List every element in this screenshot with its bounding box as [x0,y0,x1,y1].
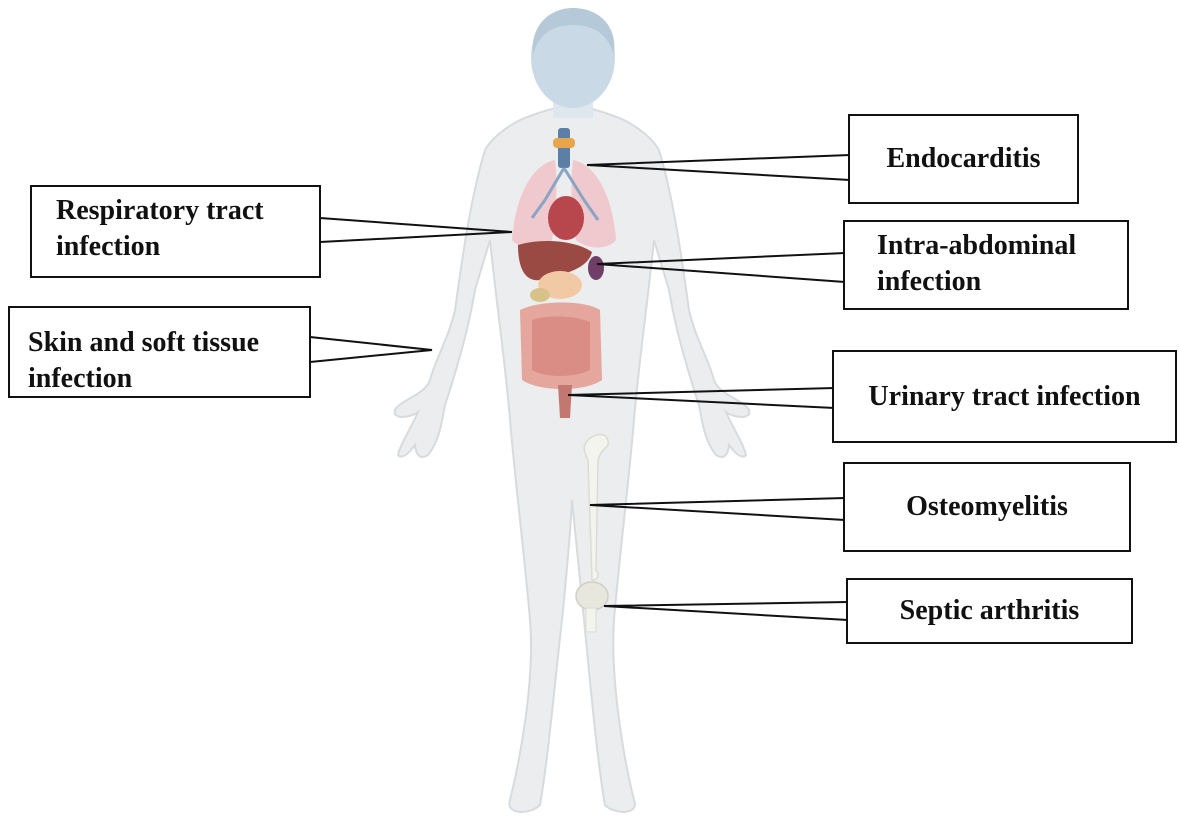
osteomyelitis-label: Osteomyelitis [843,462,1131,552]
septic-arthritis-label-text: Septic arthritis [900,593,1080,629]
heart [548,196,584,240]
intra-abdominal-label-line1: Intra-abdominal [877,228,1117,264]
endocarditis-label: Endocarditis [848,114,1079,204]
rectum [558,385,572,418]
osteomyelitis-label-text: Osteomyelitis [906,489,1068,525]
knee-joint [576,582,608,610]
intra-abdominal-infection-label: Intra-abdominal infection [843,220,1129,310]
tibia [586,608,596,632]
skin-soft-tissue-infection-label: Skin and soft tissue infection [8,306,311,398]
spleen [588,256,604,280]
human-body-silhouette [395,8,750,812]
septic-arthritis-leader [604,602,848,620]
osteomyelitis-leader [590,498,845,520]
thyroid [553,138,575,148]
respiratory-tract-infection-label: Respiratory tract infection [30,185,321,278]
skin-leader [310,337,432,362]
septic-arthritis-label: Septic arthritis [846,578,1133,644]
endocarditis-label-text: Endocarditis [886,141,1040,177]
skin-label-line1: Skin and soft tissue [28,325,299,361]
respiratory-label-line2: infection [56,229,309,265]
urinary-label-text: Urinary tract infection [868,379,1140,415]
small-intestine [532,316,590,376]
intra-abdominal-label-line2: infection [877,264,1117,300]
urinary-tract-infection-label: Urinary tract infection [832,350,1177,443]
skin-label-line2: infection [28,361,299,397]
gallbladder [530,288,550,302]
respiratory-label-line1: Respiratory tract [56,193,309,229]
